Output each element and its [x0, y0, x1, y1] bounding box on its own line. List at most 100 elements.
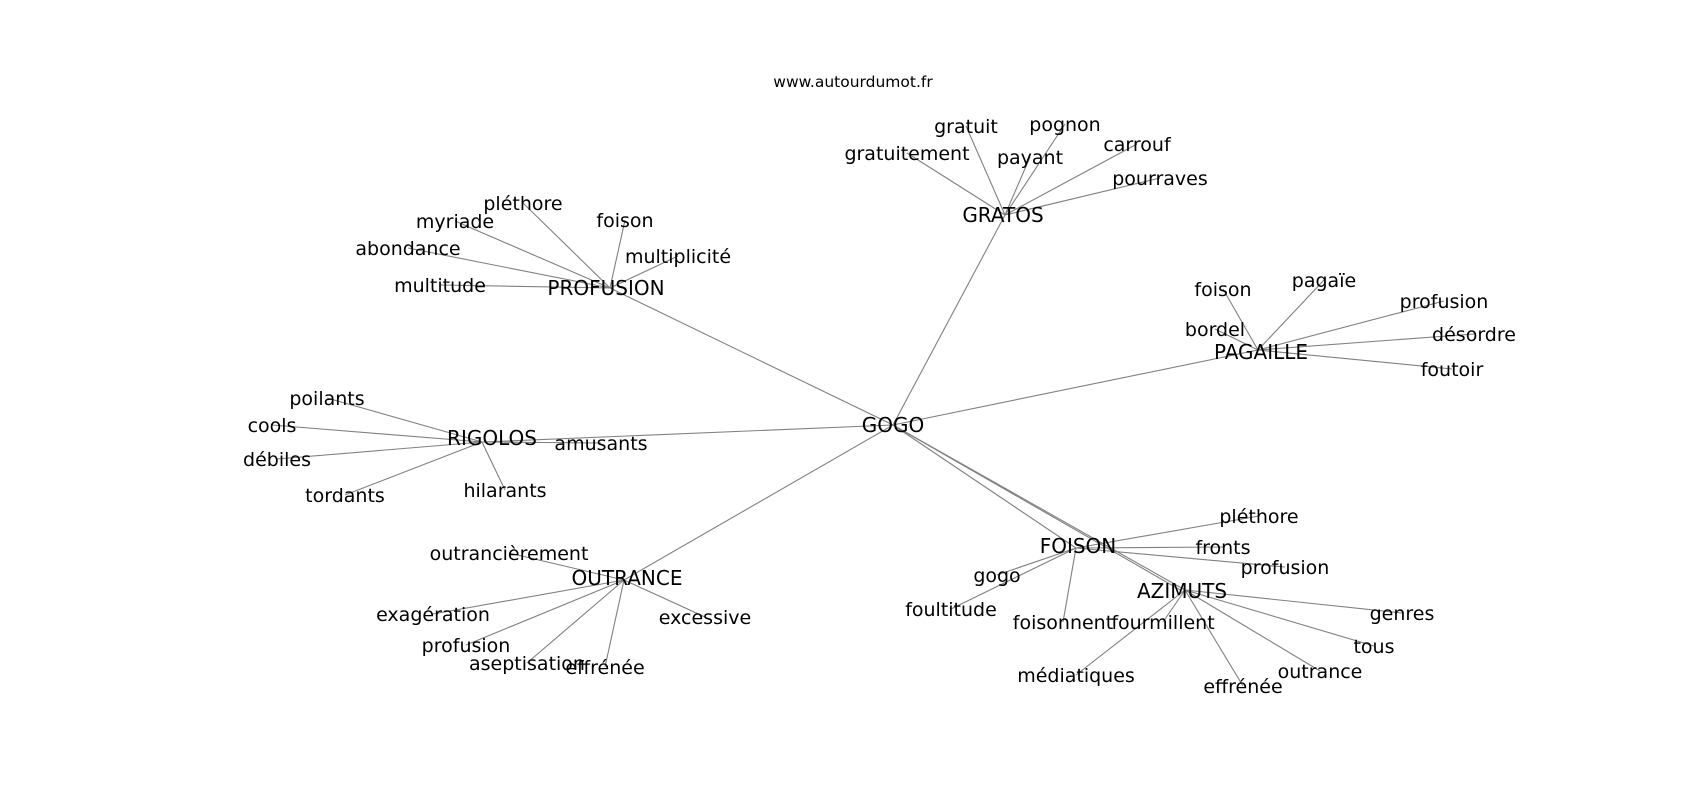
node-leaf-word: foison: [596, 210, 653, 232]
labels-layer: www.autourdumot.fr GOGO GRATOS gratuit pogn…: [243, 73, 1516, 698]
node-leaf-word: multiplicité: [625, 246, 731, 268]
edge-outrance-leaf: [526, 579, 625, 664]
node-leaf-word: fourmillent: [1111, 612, 1214, 634]
node-leaf-word: aseptisation: [469, 653, 585, 675]
edge-gogo-foison: [892, 424, 1077, 549]
node-leaf-word: profusion: [422, 635, 511, 657]
edge-outrance-leaf: [432, 579, 625, 615]
edge-foison-leaf: [1075, 547, 1286, 568]
edge-gratos-leaf: [1004, 156, 1031, 216]
edge-rigolos-leaf: [276, 441, 483, 460]
edge-azimuts-leaf: [1162, 589, 1186, 623]
node-leaf-word: pourraves: [1112, 168, 1208, 190]
node-leaf-word: poilants: [289, 388, 364, 410]
node-hub-gratos: GRATOS: [962, 203, 1043, 227]
edge-gogo-rigolos: [481, 424, 894, 443]
node-center-gogo: GOGO: [862, 413, 924, 437]
edge-outrance-leaf: [623, 579, 706, 618]
edge-outrance-leaf: [508, 552, 625, 581]
node-leaf-word: profusion: [1241, 557, 1330, 579]
node-hub-outrance: OUTRANCE: [572, 566, 683, 590]
edge-gratos-leaf: [906, 152, 1006, 216]
node-leaf-word: carrouf: [1103, 134, 1172, 156]
node-hub-pagaille: PAGAILLE: [1214, 340, 1308, 364]
edge-pagaille-leaf: [1214, 328, 1259, 351]
node-leaf-word: effrénée: [565, 657, 644, 679]
edge-rigolos-leaf: [326, 397, 483, 443]
node-leaf-word: foutoir: [1421, 359, 1484, 381]
edge-outrance-leaf: [465, 579, 625, 646]
node-leaf-word: genres: [1370, 603, 1435, 625]
node-hub-profusion: PROFUSION: [547, 276, 664, 300]
edge-azimuts-leaf: [1184, 589, 1375, 647]
edge-gratos-leaf: [1004, 123, 1066, 216]
edge-gratos-leaf: [1004, 177, 1161, 216]
node-leaf-word: désordre: [1432, 324, 1516, 346]
node-leaf-word: gratuitement: [844, 143, 969, 165]
edge-foison-leaf: [996, 547, 1077, 576]
node-leaf-word: cools: [248, 415, 297, 437]
edge-gogo-outrance: [623, 424, 894, 581]
edge-outrance-leaf: [604, 579, 625, 668]
node-hub-rigolos: RIGOLOS: [447, 426, 537, 450]
edge-extra-0: [892, 424, 1183, 592]
edge-gratos-leaf: [965, 125, 1006, 216]
edge-foison-leaf: [1075, 515, 1260, 549]
site-url: www.autourdumot.fr: [773, 73, 933, 91]
edge-rigolos-leaf: [344, 441, 483, 496]
edge-foison-leaf: [1075, 546, 1224, 549]
node-leaf-word: bordel: [1185, 319, 1245, 341]
node-leaf-word: pléthore: [1219, 506, 1298, 528]
edge-gogo-gratos: [892, 214, 1006, 426]
edge-azimuts-leaf: [1184, 589, 1321, 672]
edge-rigolos-leaf: [271, 424, 483, 443]
edge-profusion-leaf: [522, 202, 611, 289]
node-leaf-word: hilarants: [463, 480, 546, 502]
edge-azimuts-leaf: [1184, 589, 1244, 687]
edge-profusion-leaf: [609, 219, 626, 289]
edge-profusion-leaf: [407, 247, 611, 289]
node-leaf-word: multitude: [394, 275, 486, 297]
node-leaf-word: payant: [997, 147, 1063, 169]
edge-foison-leaf: [1062, 547, 1077, 623]
node-leaf-word: exagération: [376, 604, 490, 626]
node-leaf-word: pognon: [1029, 114, 1100, 136]
edge-profusion-leaf: [454, 220, 611, 289]
edge-rigolos-leaf: [481, 441, 602, 444]
edge-rigolos-leaf: [481, 441, 506, 491]
edge-azimuts-leaf: [1184, 589, 1403, 614]
node-hub-azimuts: AZIMUTS: [1137, 579, 1227, 603]
edge-gogo-profusion: [609, 287, 894, 426]
node-leaf-word: foison: [1194, 279, 1251, 301]
node-leaf-word: débiles: [243, 449, 311, 471]
edge-profusion-leaf: [439, 284, 611, 289]
node-leaf-word: excessive: [659, 607, 751, 629]
edge-profusion-leaf: [609, 255, 679, 289]
node-leaf-word: outrancièrement: [430, 543, 589, 565]
node-leaf-word: profusion: [1400, 291, 1489, 313]
node-leaf-word: tordants: [305, 485, 385, 507]
edge-gratos-leaf: [1004, 143, 1138, 216]
node-leaf-word: abondance: [355, 238, 460, 260]
node-leaf-word: foisonnent: [1013, 612, 1113, 634]
node-leaf-word: effrénée: [1203, 676, 1282, 698]
node-leaf-word: amusants: [554, 433, 647, 455]
node-leaf-word: myriade: [416, 211, 494, 233]
node-hub-foison: FOISON: [1040, 534, 1117, 558]
node-leaf-word: pagaïe: [1292, 270, 1356, 292]
node-leaf-word: pléthore: [483, 193, 562, 215]
node-leaf-word: gratuit: [934, 116, 998, 138]
edge-pagaille-leaf: [1257, 279, 1325, 351]
edge-pagaille-leaf: [1222, 288, 1259, 351]
edges-layer: [271, 123, 1475, 687]
node-leaf-word: tous: [1353, 636, 1394, 658]
node-leaf-word: fronts: [1195, 537, 1250, 559]
edge-foison-leaf: [950, 547, 1077, 610]
edge-pagaille-leaf: [1257, 349, 1453, 370]
edge-azimuts-leaf: [1075, 589, 1186, 676]
node-leaf-word: foultitude: [905, 599, 997, 621]
edge-pagaille-leaf: [1257, 333, 1475, 351]
node-leaf-word: médiatiques: [1017, 665, 1135, 687]
